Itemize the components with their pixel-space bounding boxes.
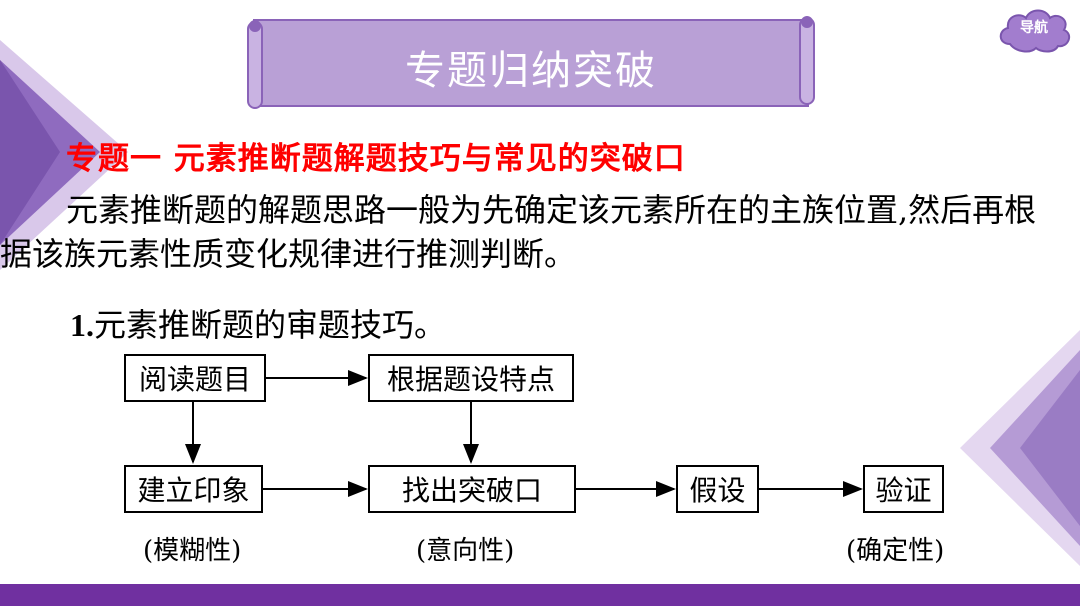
title-banner	[247, 16, 815, 109]
list-item: 1.元素推断题的审题技巧。	[70, 300, 446, 346]
item-number: 1.	[70, 307, 94, 343]
flow-box-read-problem: 阅读题目	[124, 354, 266, 402]
flow-box-find-breakthrough: 找出突破口	[368, 465, 576, 513]
flow-box-verify: 验证	[863, 465, 944, 513]
nav-cloud-icon[interactable]	[996, 4, 1072, 54]
flow-box-problem-features: 根据题设特点	[368, 354, 574, 402]
intro-paragraph: 元素推断题的解题思路一般为先确定该元素所在的主族位置,然后再根据该族元素性质变化…	[0, 191, 1037, 273]
item-text: 元素推断题的审题技巧。	[94, 306, 447, 344]
left-decoration	[0, 40, 128, 270]
flow-box-hypothesis: 假设	[676, 465, 759, 513]
nav-button[interactable]: 导航	[1020, 20, 1048, 36]
note-certain: (确定性)	[846, 536, 945, 566]
section-title: 专题一 元素推断题解题技巧与常见的突破口	[66, 141, 686, 177]
note-direction: (意向性)	[416, 536, 515, 566]
right-decoration	[960, 330, 1080, 566]
flow-box-build-impression: 建立印象	[124, 465, 263, 513]
banner-title: 专题归纳突破	[405, 48, 657, 94]
note-fuzzy: (模糊性)	[143, 536, 242, 566]
bottom-bar	[0, 584, 1080, 606]
